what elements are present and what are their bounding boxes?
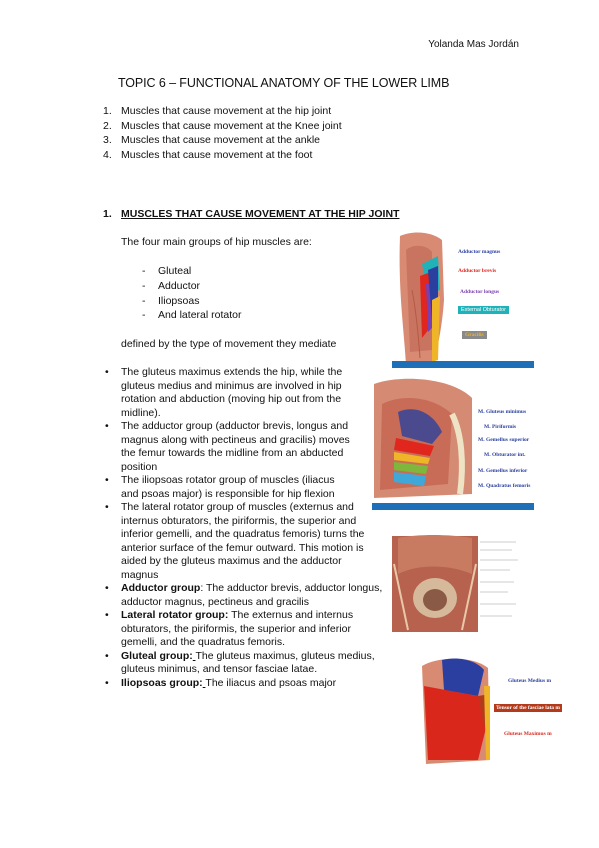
- toc-item: 2.Muscles that cause movement at the Kne…: [103, 119, 342, 132]
- lateral-rotator-figure: M. Gluteus minimus M. Piriformis M. Geme…: [372, 374, 534, 510]
- figure-label: Tensor of the fasciae lata m: [494, 704, 563, 712]
- figure-label: Gracilis: [462, 331, 487, 339]
- figure-caption-bar: [392, 361, 534, 368]
- page-title: TOPIC 6 – FUNCTIONAL ANATOMY OF THE LOWE…: [118, 76, 450, 90]
- figure-label: M. Obturator int.: [484, 452, 526, 458]
- bullet-list: The gluteus maximus extends the hip, whi…: [103, 366, 391, 690]
- toc-item: 4.Muscles that cause movement at the foo…: [103, 148, 313, 161]
- figure-label: External Obturator: [458, 306, 509, 314]
- list-item: -Adductor: [142, 279, 201, 292]
- figure-label: M. Gluteus minimus: [478, 409, 527, 415]
- bullet-item: The lateral rotator group of muscles (ex…: [103, 501, 375, 582]
- figure-label: Adductor brevis: [458, 268, 497, 274]
- pelvis-illustration: [392, 535, 518, 632]
- figure-label: M. Gemellus superior: [478, 437, 530, 443]
- list-item: -Gluteal: [142, 265, 192, 277]
- table-of-contents: 1.Muscles that cause movement at the hip…: [103, 104, 342, 162]
- section-note: defined by the type of movement they med…: [121, 338, 337, 350]
- bullet-item: The gluteus maximus extends the hip, whi…: [103, 366, 353, 420]
- figure-label: Adductor longus: [460, 289, 500, 295]
- hip-posterior-illustration: [374, 378, 472, 498]
- bullet-item: Lateral rotator group: The externus and …: [103, 609, 375, 650]
- pelvis-anatomy-figure: [388, 534, 534, 634]
- toc-item: 3.Muscles that cause movement at the ank…: [103, 134, 321, 147]
- figure-label: M. Quadratus femoris: [478, 483, 531, 489]
- figure-label: M. Piriformis: [484, 424, 517, 430]
- thigh-anatomy-illustration: [399, 232, 444, 364]
- section-intro: The four main groups of hip muscles are:: [121, 236, 312, 248]
- bullet-item: Adductor group: The adductor brevis, add…: [103, 582, 391, 609]
- adductor-muscles-figure: Adductor magnus Adductor brevis Adductor…: [392, 230, 534, 368]
- gluteal-muscles-figure: Gluteus Medius m Tensor of the fasciae l…: [418, 656, 574, 768]
- figure-label: Gluteus Medius m: [508, 678, 552, 684]
- list-item: -Iliopsoas: [142, 294, 200, 307]
- figure-label: Adductor magnus: [458, 249, 501, 255]
- section-heading: 1.MUSCLES THAT CAUSE MOVEMENT AT THE HIP…: [103, 208, 400, 220]
- toc-item: 1.Muscles that cause movement at the hip…: [103, 105, 332, 117]
- muscle-group-list: -Gluteal -Adductor -Iliopsoas -And later…: [142, 264, 241, 323]
- list-item: -And lateral rotator: [142, 309, 242, 322]
- figure-caption-bar: [372, 503, 534, 510]
- gluteal-illustration: [422, 658, 490, 764]
- author-name: Yolanda Mas Jordán: [428, 39, 519, 50]
- bullet-item: The adductor group (adductor brevis, lon…: [103, 420, 353, 474]
- bullet-item: The iliopsoas rotator group of muscles (…: [103, 474, 353, 501]
- figure-label: Gluteus Maximus m: [504, 731, 552, 737]
- bullet-item: Gluteal group: The gluteus maximus, glut…: [103, 650, 391, 677]
- figure-label: M. Gemellus inferior: [478, 468, 528, 474]
- bullet-item: Iliopsoas group: The iliacus and psoas m…: [103, 677, 391, 691]
